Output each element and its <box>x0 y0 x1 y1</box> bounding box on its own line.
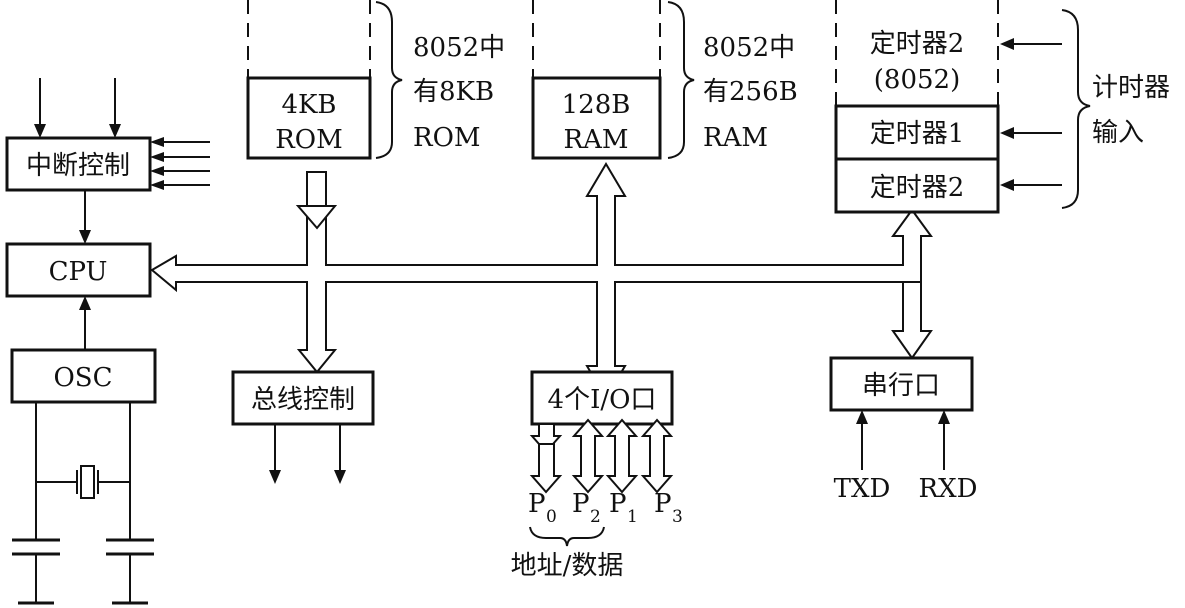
rom-type-label: ROM <box>275 125 343 155</box>
serial-port-block: 串行口 TXD RXD <box>829 356 978 504</box>
port-arrow-p0 <box>529 423 563 494</box>
ram-note-line1: 8052中 <box>703 33 795 63</box>
port-p0-letter: P <box>528 489 546 519</box>
oscillator-block: OSC <box>10 296 157 404</box>
rom-block: 4KB ROM 8052中 有8KB ROM <box>246 0 505 160</box>
port-arrow-p2 <box>571 418 605 494</box>
timer-blocks: 定时器2 (8052) 定时器1 定时器2 计时器 输入 <box>834 0 1170 214</box>
ram-size-label: 128B <box>562 90 631 120</box>
internal-bus <box>150 162 933 400</box>
ram-type-label: RAM <box>564 125 629 155</box>
interrupt-control-block: 中断控制 <box>5 78 210 244</box>
cpu-label: CPU <box>49 257 108 287</box>
osc-label: OSC <box>53 363 112 393</box>
timer2-8052-label: 定时器2 <box>870 29 965 59</box>
cpu-block: CPU <box>5 242 152 298</box>
counter-input-line2: 输入 <box>1092 118 1144 148</box>
rom-note-line1: 8052中 <box>413 33 505 63</box>
port-arrow-p3 <box>640 418 674 494</box>
ram-block: 128B RAM 8052中 有256B RAM <box>531 0 798 160</box>
port-arrow-p1 <box>605 418 639 494</box>
rxd-label: RXD <box>919 474 978 504</box>
io-ports-label: 4个I/O口 <box>548 385 657 415</box>
bus-control-block: 总线控制 <box>231 370 375 484</box>
interrupt-control-label: 中断控制 <box>26 151 130 181</box>
ram-note-line3: RAM <box>703 123 768 153</box>
port-p1-sub: 1 <box>627 507 638 527</box>
port-p3-letter: P <box>654 489 672 519</box>
port-p2-sub: 2 <box>590 507 601 527</box>
bus-control-label: 总线控制 <box>251 385 355 415</box>
timer1-label: 定时器1 <box>870 119 965 149</box>
port-p3-sub: 3 <box>672 507 683 527</box>
serial-port-label: 串行口 <box>862 371 940 401</box>
address-data-label: 地址/数据 <box>511 551 624 581</box>
rom-note-line2: 有8KB <box>413 77 494 107</box>
timer2-8052-note: (8052) <box>874 65 960 95</box>
txd-label: TXD <box>834 474 891 504</box>
crystal-circuit <box>12 402 154 605</box>
io-ports-block: 4个I/O口 P 0 P 2 P 1 P 3 地址/数据 <box>511 370 683 581</box>
rom-size-label: 4KB <box>281 90 336 120</box>
timer2-label: 定时器2 <box>870 173 965 203</box>
rom-note-line3: ROM <box>413 123 481 153</box>
ram-note-line2: 有256B <box>703 77 798 107</box>
counter-input-line1: 计时器 <box>1092 73 1170 103</box>
port-p0-sub: 0 <box>546 507 557 527</box>
port-p2-letter: P <box>572 489 590 519</box>
port-p1-letter: P <box>609 489 627 519</box>
